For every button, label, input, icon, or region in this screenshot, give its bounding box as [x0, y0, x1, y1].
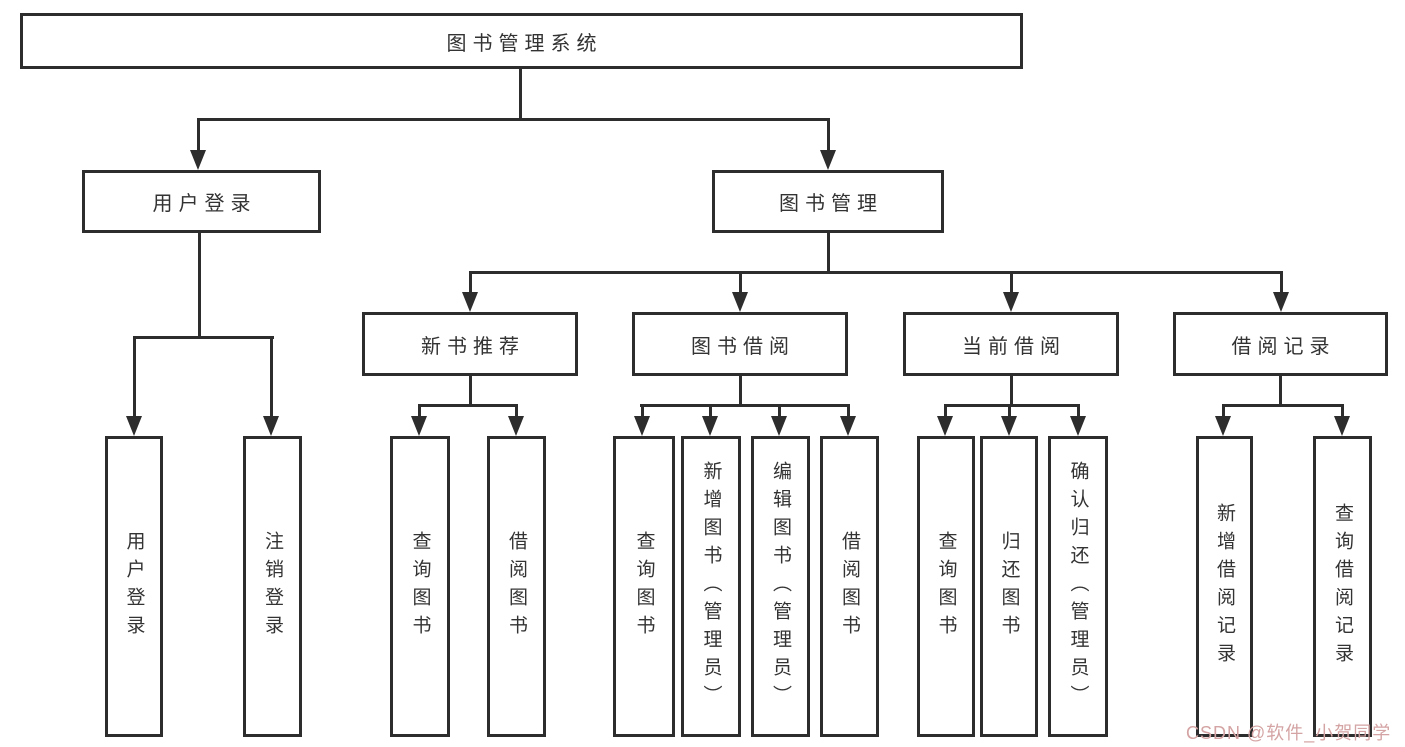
drop-book-borrow-line — [739, 271, 742, 295]
drop-book-mgmt-line — [827, 118, 830, 153]
arrow-to-br-query — [1334, 416, 1350, 436]
arrow-to-current-borrow — [1003, 292, 1019, 312]
arrow-to-leaf-logout — [263, 416, 279, 436]
node-book-management: 图书管理 — [712, 170, 944, 233]
drop-nb-query-line — [418, 404, 421, 418]
arrow-to-bb-query — [634, 416, 650, 436]
leaf-bb-add-books-admin: 新增图书（管理员） — [681, 436, 741, 737]
arrow-to-book-borrow — [732, 292, 748, 312]
leaf-br-add-record: 新增借阅记录 — [1196, 436, 1253, 737]
new-books-stub-line — [469, 376, 472, 407]
node-new-book-recommend: 新书推荐 — [362, 312, 578, 376]
leaf-bb-borrow-books: 借阅图书 — [820, 436, 879, 737]
book-mgmt-stub-line — [827, 233, 830, 273]
user-login-branch-bar — [133, 336, 274, 339]
current-borrow-branch-bar — [944, 404, 1080, 407]
drop-leaf-login-line — [133, 336, 136, 418]
drop-leaf-logout-line — [270, 336, 273, 418]
arrow-to-book-mgmt — [820, 150, 836, 170]
drop-cb-confirm-line — [1077, 404, 1080, 418]
node-current-borrow: 当前借阅 — [903, 312, 1119, 376]
root-stub-line — [519, 69, 522, 120]
leaf-bb-query-books: 查询图书 — [613, 436, 675, 737]
drop-user-login-line — [197, 118, 200, 153]
drop-bb-edit-line — [778, 404, 781, 418]
drop-new-books-line — [469, 271, 472, 295]
book-borrow-stub-line — [739, 376, 742, 407]
root-branch-bar — [197, 118, 830, 121]
borrow-records-stub-line — [1279, 376, 1282, 407]
user-login-stub-line — [198, 233, 201, 338]
current-borrow-stub-line — [1010, 376, 1013, 407]
arrow-to-bb-borrow — [840, 416, 856, 436]
node-book-borrow: 图书借阅 — [632, 312, 848, 376]
leaf-nb-query-books: 查询图书 — [390, 436, 450, 737]
leaf-cb-query-books: 查询图书 — [917, 436, 975, 737]
leaf-logout: 注销登录 — [243, 436, 302, 737]
arrow-to-user-login — [190, 150, 206, 170]
arrow-to-bb-edit — [771, 416, 787, 436]
arrow-to-cb-return — [1001, 416, 1017, 436]
arrow-to-borrow-records — [1273, 292, 1289, 312]
drop-cb-query-line — [944, 404, 947, 418]
watermark: CSDN @软件_小贺同学 — [1186, 723, 1392, 743]
book-mgmt-branch-bar — [469, 271, 1283, 274]
arrow-to-bb-add — [702, 416, 718, 436]
arrow-to-leaf-login — [126, 416, 142, 436]
leaf-bb-edit-books-admin: 编辑图书（管理员） — [751, 436, 810, 737]
leaf-user-login: 用户登录 — [105, 436, 163, 737]
leaf-br-query-record: 查询借阅记录 — [1313, 436, 1372, 737]
drop-br-query-line — [1341, 404, 1344, 418]
drop-borrow-records-line — [1280, 271, 1283, 295]
arrow-to-nb-borrow — [508, 416, 524, 436]
new-books-branch-bar — [419, 404, 518, 407]
arrow-to-cb-query — [937, 416, 953, 436]
node-library-management-system: 图书管理系统 — [20, 13, 1023, 69]
drop-bb-query-line — [641, 404, 644, 418]
drop-current-borrow-line — [1010, 271, 1013, 295]
node-borrow-records: 借阅记录 — [1173, 312, 1388, 376]
arrow-to-nb-query — [411, 416, 427, 436]
node-user-login: 用户登录 — [82, 170, 321, 233]
leaf-nb-borrow-books: 借阅图书 — [487, 436, 546, 737]
leaf-cb-return-books: 归还图书 — [980, 436, 1038, 737]
book-borrow-branch-bar — [640, 404, 850, 407]
drop-br-add-line — [1222, 404, 1225, 418]
borrow-records-branch-bar — [1222, 404, 1344, 407]
arrow-to-new-books — [462, 292, 478, 312]
drop-bb-borrow-line — [847, 404, 850, 418]
leaf-cb-confirm-return-admin: 确认归还（管理员） — [1048, 436, 1108, 737]
drop-nb-borrow-line — [515, 404, 518, 418]
arrow-to-cb-confirm — [1070, 416, 1086, 436]
drop-cb-return-line — [1008, 404, 1011, 418]
arrow-to-br-add — [1215, 416, 1231, 436]
drop-bb-add-line — [709, 404, 712, 418]
